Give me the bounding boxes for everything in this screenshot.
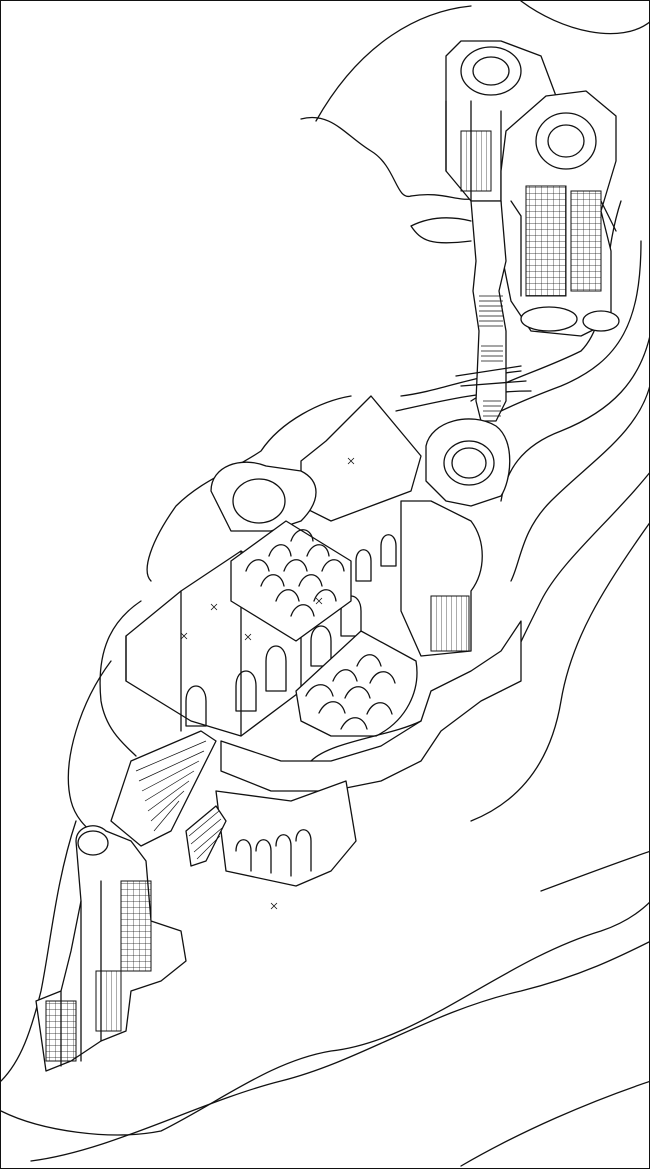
right-wing-glazing — [430, 595, 470, 652]
back-block — [300, 395, 422, 522]
stair-block-2 — [185, 805, 227, 867]
left-tower-drum-core — [472, 56, 510, 86]
vaulted-roof-lower — [295, 630, 418, 737]
arcade-arches — [235, 829, 312, 877]
round-pavilion — [425, 418, 511, 507]
contour-line — [1, 901, 650, 1136]
contour-line — [470, 521, 650, 822]
south-tower-drum — [77, 830, 109, 856]
diagonal-stairs — [110, 730, 227, 867]
contour-line — [1, 820, 77, 1082]
terrace-balustrade — [310, 720, 422, 762]
stair-treads — [479, 295, 503, 417]
vaulted-roof-upper — [230, 520, 352, 642]
south-tower-curtain-wall — [120, 880, 152, 972]
contour-line — [300, 116, 412, 197]
right-tower-base-drum-2 — [582, 310, 620, 332]
contour-line — [315, 5, 472, 122]
stair-landing — [455, 365, 527, 387]
right-tower-curtain-wall — [525, 185, 567, 297]
main-building-complex — [125, 395, 522, 792]
north-tower-cluster — [445, 40, 620, 337]
arched-windows — [185, 534, 397, 727]
upper-round-tower-drum — [232, 478, 286, 524]
stair-treads-2 — [188, 810, 223, 860]
survey-markers — [180, 457, 355, 910]
contour-line — [395, 370, 532, 412]
contour-line — [410, 217, 472, 244]
stair-treads — [135, 740, 207, 832]
contour-line — [500, 471, 650, 692]
stair-block — [110, 730, 217, 847]
south-tower-cluster — [35, 825, 187, 1072]
contour-line — [67, 660, 112, 837]
south-tower-edges — [60, 880, 102, 1067]
contour-line — [510, 382, 650, 582]
right-tower-curtain-wall-2 — [570, 190, 602, 292]
pavilion-inner-ring — [451, 447, 487, 479]
contour-line — [99, 600, 142, 757]
lower-arcade-wing — [215, 780, 357, 887]
contour-line — [520, 1, 650, 35]
contour-line — [540, 850, 650, 892]
stair-connector — [455, 200, 527, 422]
contour-line — [500, 332, 650, 502]
south-tower-glazing — [95, 970, 122, 1032]
contour-line — [410, 193, 472, 200]
contour-line — [460, 1080, 650, 1167]
contour-line — [30, 940, 650, 1162]
arcade-block — [215, 780, 357, 887]
right-tower-edges — [510, 200, 617, 297]
right-tower-base-drum — [520, 306, 578, 332]
right-tower-drum-core — [547, 124, 585, 158]
left-tower-glazing — [460, 130, 492, 192]
